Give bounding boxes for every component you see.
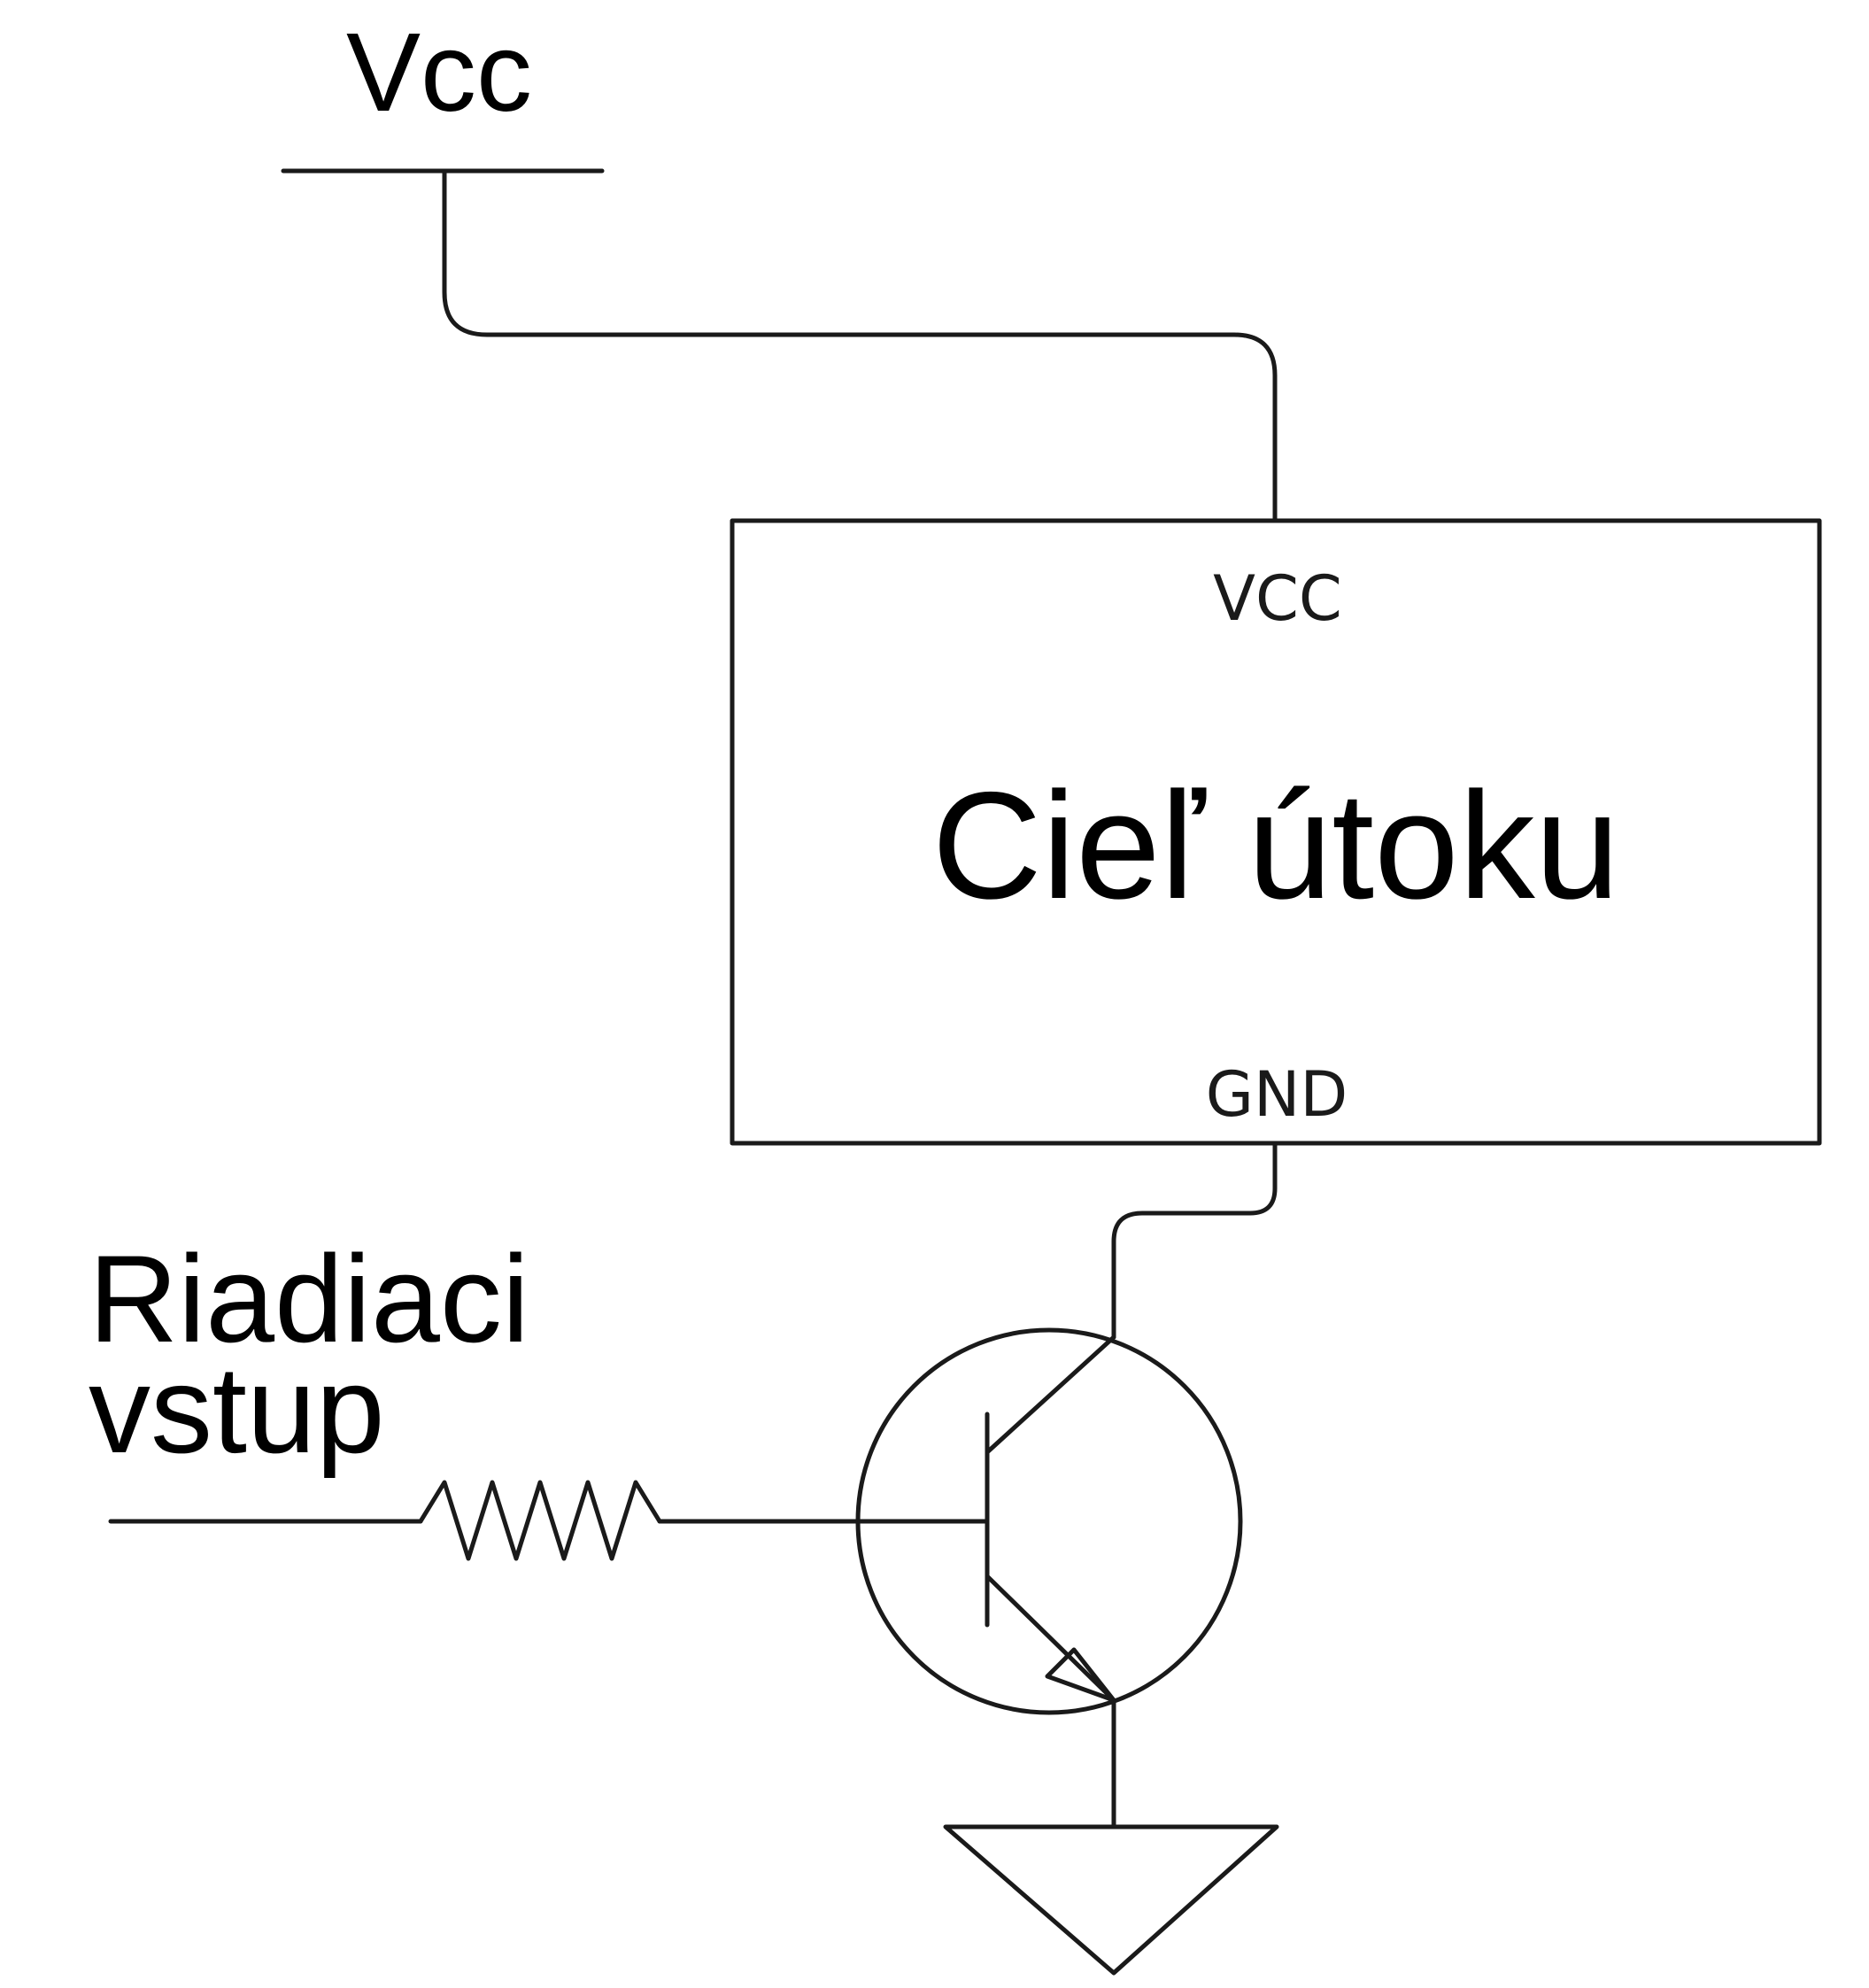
control-input-label-line1: Riadiaci xyxy=(89,1229,529,1368)
transistor-envelope xyxy=(855,1327,1243,1715)
vcc-supply-label: Vcc xyxy=(346,10,532,135)
transistor-collector-lead xyxy=(985,1334,1116,1455)
target-title: Cieľ útoku xyxy=(932,761,1620,931)
ground-icon xyxy=(943,1824,1279,1976)
vcc-wire xyxy=(442,168,1278,523)
gnd-to-collector-wire xyxy=(1111,1141,1278,1340)
npn-transistor-icon xyxy=(855,1327,1243,1715)
control-input-label-line2: vstup xyxy=(89,1340,385,1479)
target-vcc-pin-label: VCC xyxy=(1213,562,1342,635)
resistor-icon xyxy=(418,1480,662,1561)
emitter-arrow-icon xyxy=(1045,1647,1116,1703)
transistor-emitter-lead xyxy=(985,1574,1116,1703)
target-gnd-pin-label: GND xyxy=(1206,1058,1348,1131)
